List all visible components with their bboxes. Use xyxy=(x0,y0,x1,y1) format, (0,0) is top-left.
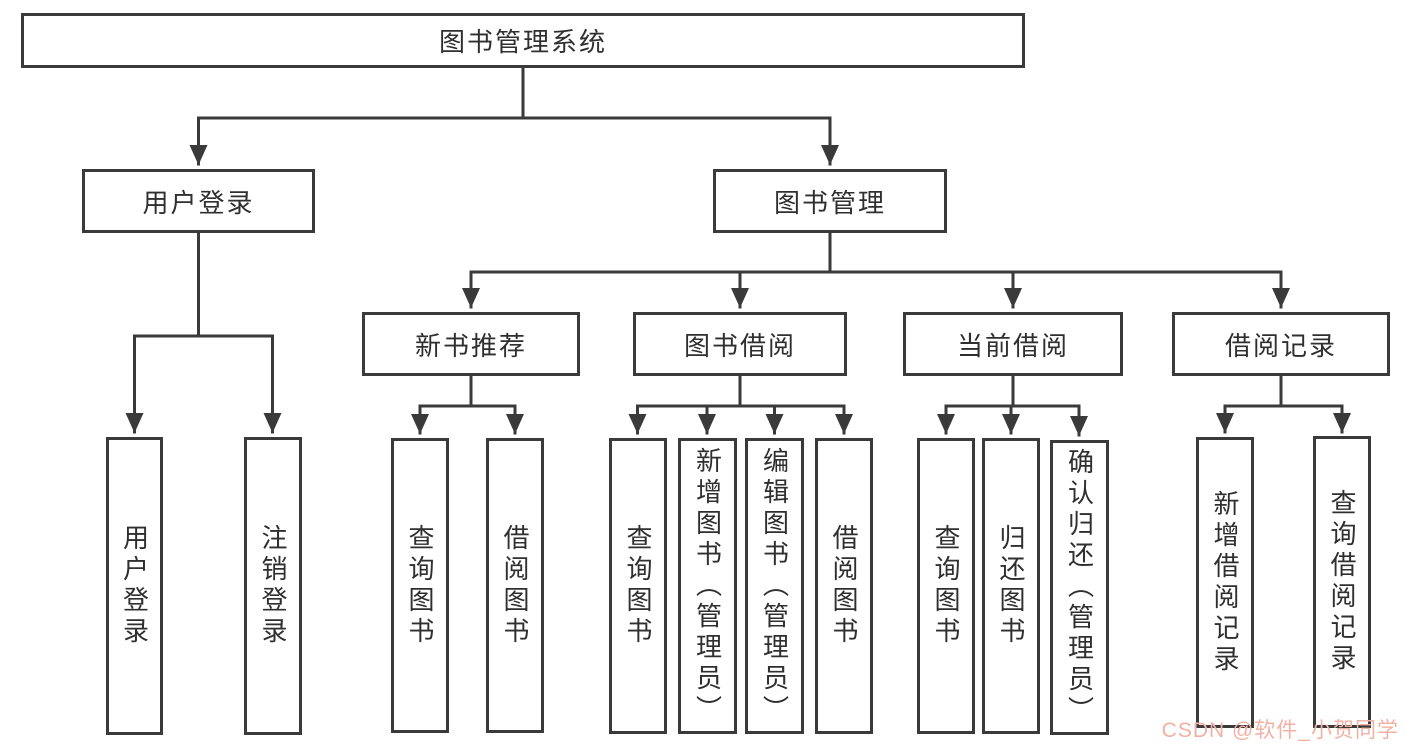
leaf-label: 注销登录 xyxy=(258,524,288,648)
node-book-borrowing: 图书借阅 xyxy=(633,312,847,376)
leaf-label: 借阅图书 xyxy=(500,523,530,648)
leaf-bb-add-books-admin: 新增图书（管理员） xyxy=(678,438,737,734)
leaf-label: 编辑图书（管理员） xyxy=(759,446,790,726)
node-current-borrowing: 当前借阅 xyxy=(903,312,1123,376)
leaf-bb-borrow-books: 借阅图书 xyxy=(815,438,873,734)
leaf-cb-query-books: 查询图书 xyxy=(917,438,975,734)
leaf-nbr-query-books: 查询图书 xyxy=(391,438,449,733)
leaf-label: 归还图书 xyxy=(996,524,1026,648)
leaf-cb-confirm-return-admin: 确认归还（管理员） xyxy=(1050,440,1109,735)
edge-cb-split xyxy=(944,374,1081,408)
node-book-management: 图书管理 xyxy=(713,169,947,233)
leaf-br-add-record: 新增借阅记录 xyxy=(1196,437,1254,728)
node-user-login: 用户登录 xyxy=(82,169,315,233)
leaf-label: 用户登录 xyxy=(119,524,150,648)
leaf-label: 查询借阅记录 xyxy=(1327,489,1357,675)
leaf-label: 查询图书 xyxy=(931,524,961,648)
leaf-user-login: 用户登录 xyxy=(106,437,163,735)
leaf-label: 查询图书 xyxy=(405,523,435,648)
leaf-label: 借阅图书 xyxy=(829,524,859,648)
edge-br-split xyxy=(1223,374,1344,408)
csdn-watermark: CSDN @软件_小贺同学 xyxy=(1161,719,1399,742)
edge-book-management-split xyxy=(469,231,1283,274)
leaf-cb-return-books: 归还图书 xyxy=(982,438,1040,734)
leaf-label: 查询图书 xyxy=(623,524,653,648)
node-borrow-records: 借阅记录 xyxy=(1172,312,1390,376)
edge-bb-split xyxy=(636,374,846,408)
leaf-label: 新增图书（管理员） xyxy=(692,446,723,726)
leaf-br-query-record: 查询借阅记录 xyxy=(1313,436,1371,728)
edge-root-split xyxy=(197,66,832,120)
edge-nbr-split xyxy=(418,374,517,408)
node-library-management-system: 图书管理系统 xyxy=(21,13,1025,68)
leaf-label: 新增借阅记录 xyxy=(1210,489,1240,676)
leaf-label: 确认归还（管理员） xyxy=(1064,448,1095,727)
leaf-bb-query-books: 查询图书 xyxy=(609,438,667,734)
edge-user-login-split xyxy=(133,231,274,338)
leaf-bb-edit-books-admin: 编辑图书（管理员） xyxy=(745,438,804,734)
node-new-book-recommend: 新书推荐 xyxy=(362,312,580,376)
leaf-logout-login: 注销登录 xyxy=(244,437,302,735)
leaf-nbr-borrow-books: 借阅图书 xyxy=(486,438,544,733)
